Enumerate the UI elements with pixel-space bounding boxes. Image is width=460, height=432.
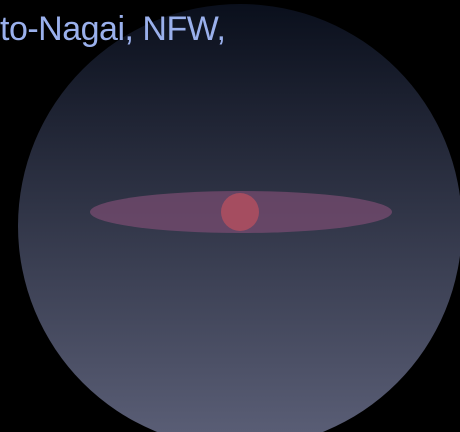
model-caption: to-Nagai, NFW, (0, 12, 225, 46)
central-bulge (221, 193, 259, 231)
